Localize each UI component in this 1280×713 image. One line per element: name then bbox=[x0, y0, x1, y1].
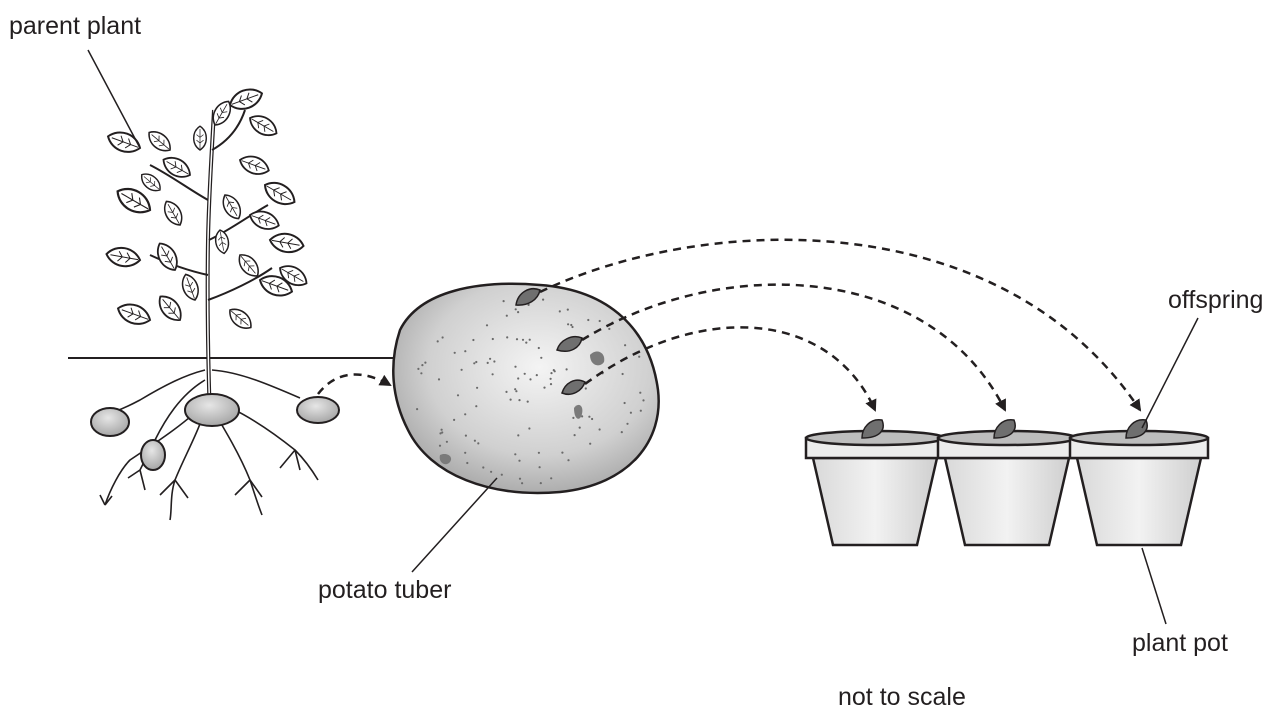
plant-pot-3 bbox=[1070, 420, 1208, 545]
arrow-to-tuber bbox=[318, 374, 390, 394]
potato-tuber bbox=[393, 284, 658, 493]
label-parent-plant: parent plant bbox=[9, 14, 141, 39]
label-plant-pot: plant pot bbox=[1132, 631, 1228, 656]
label-not-to-scale: not to scale bbox=[838, 685, 966, 710]
parent-plant bbox=[91, 85, 339, 520]
plant-pot-2 bbox=[938, 420, 1076, 545]
leader-offspring bbox=[1142, 318, 1198, 428]
label-offspring: offspring bbox=[1168, 288, 1263, 313]
leader-potato-tuber bbox=[412, 478, 497, 572]
plant-pot-1 bbox=[806, 420, 944, 545]
leader-plant-pot bbox=[1142, 548, 1166, 624]
label-potato-tuber: potato tuber bbox=[318, 578, 451, 603]
